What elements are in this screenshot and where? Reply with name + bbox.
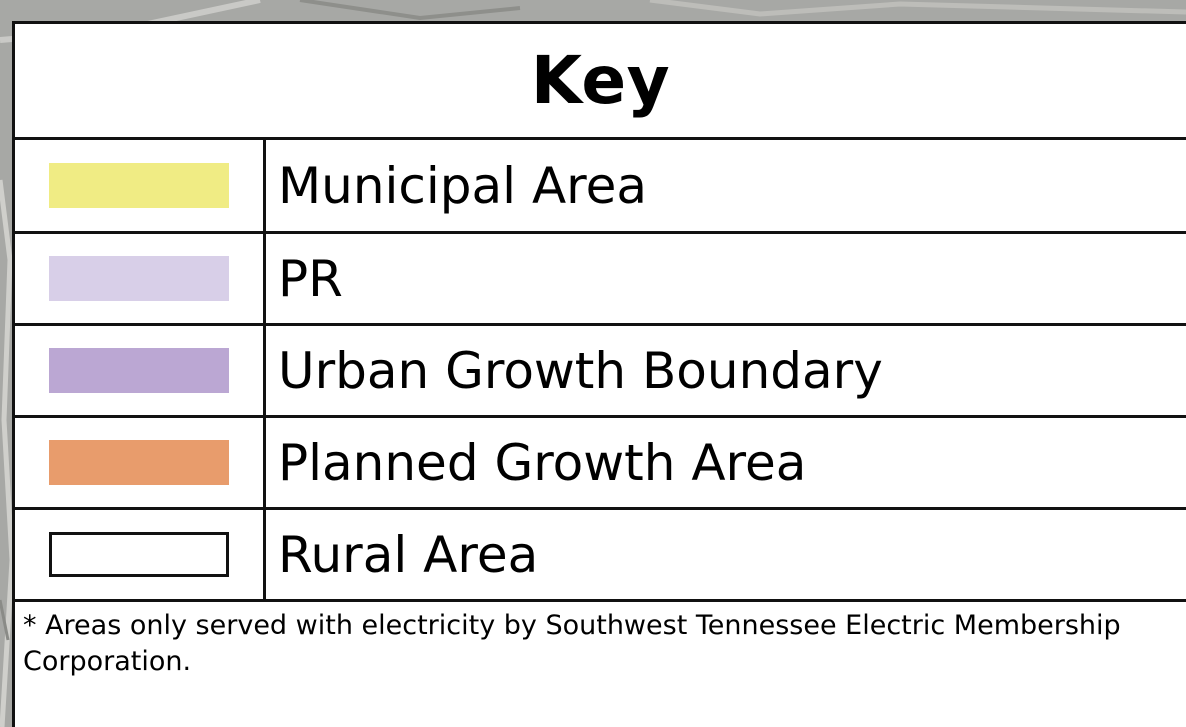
legend-row-rural-area: Rural Area [15,510,1186,602]
legend-row-pr: PR [15,234,1186,326]
legend-title: Key [15,24,1186,140]
legend-label-municipal-area: Municipal Area [278,156,648,215]
legend-label-rural-area: Rural Area [278,525,539,584]
legend-row-municipal-area: Municipal Area [15,140,1186,234]
legend-label-planned-growth-area: Planned Growth Area [278,433,807,492]
legend-swatch-cell [15,326,266,415]
legend-footnote: * Areas only served with electricity by … [23,610,1121,677]
pr-swatch [49,256,229,301]
planned-growth-area-swatch [49,440,229,485]
legend-row-urban-growth-boundary: Urban Growth Boundary [15,326,1186,418]
urban-growth-boundary-swatch [49,348,229,393]
rural-area-swatch [49,532,229,577]
municipal-area-swatch [49,163,229,208]
legend-label-urban-growth-boundary: Urban Growth Boundary [278,341,883,400]
legend-row-planned-growth-area: Planned Growth Area [15,418,1186,510]
legend-swatch-cell [15,418,266,507]
legend-label-pr: PR [278,249,343,308]
legend-swatch-cell [15,140,266,231]
legend-swatch-cell [15,510,266,599]
legend-swatch-cell [15,234,266,323]
map-legend: Key Municipal Area PR Urban Growth Bound… [12,21,1186,727]
